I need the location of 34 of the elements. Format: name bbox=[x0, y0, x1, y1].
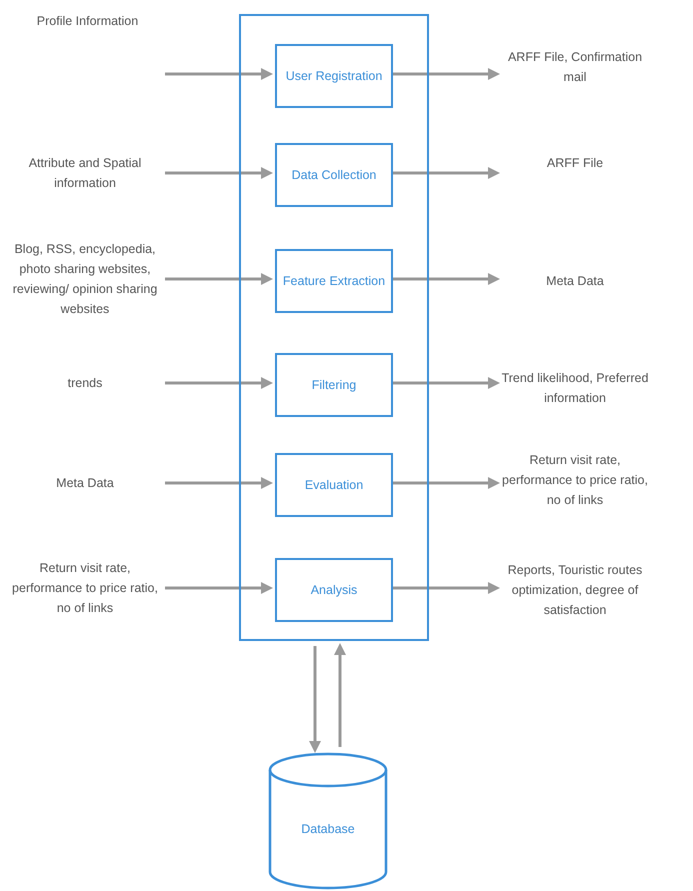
arrow bbox=[165, 167, 273, 179]
text-label: Meta Data bbox=[5, 470, 165, 496]
arrow bbox=[391, 582, 500, 594]
text-label: Attribute and Spatial information bbox=[5, 151, 165, 195]
text-label: Return visit rate, performance to price ratio, no of links bbox=[5, 555, 165, 621]
arrow bbox=[391, 167, 500, 179]
arrow bbox=[165, 377, 273, 389]
process-box: Filtering bbox=[275, 353, 393, 417]
arrow bbox=[334, 643, 346, 747]
process-box: Evaluation bbox=[275, 453, 393, 517]
process-box: Data Collection bbox=[275, 143, 393, 207]
text-label: Blog, RSS, encyclopedia, photo sharing websites, reviewing/ opinion sharing websites bbox=[5, 246, 165, 312]
text-label: ARFF File, Confirmation mail bbox=[500, 45, 650, 89]
process-box: User Registration bbox=[275, 44, 393, 108]
arrow bbox=[391, 273, 500, 285]
text-label: Trend likelihood, Preferred information bbox=[500, 366, 650, 410]
arrow bbox=[391, 477, 500, 489]
arrow bbox=[309, 646, 321, 753]
text-label: Reports, Touristic routes optimization, degree of satisfaction bbox=[500, 557, 650, 623]
arrow bbox=[165, 582, 273, 594]
arrow bbox=[165, 477, 273, 489]
arrow bbox=[391, 68, 500, 80]
arrow bbox=[391, 377, 500, 389]
arrow bbox=[165, 68, 273, 80]
process-box: Analysis bbox=[275, 558, 393, 622]
container-box bbox=[239, 14, 429, 641]
text-label: Return visit rate, performance to price ratio, no of links bbox=[500, 447, 650, 513]
text-label: Meta Data bbox=[500, 268, 650, 294]
text-label: Profile Information bbox=[10, 8, 165, 34]
text-label: trends bbox=[5, 361, 165, 405]
process-box: Feature Extraction bbox=[275, 249, 393, 313]
database-cylinder: Database bbox=[268, 752, 388, 890]
arrow bbox=[165, 273, 273, 285]
text-label: ARFF File bbox=[500, 150, 650, 176]
